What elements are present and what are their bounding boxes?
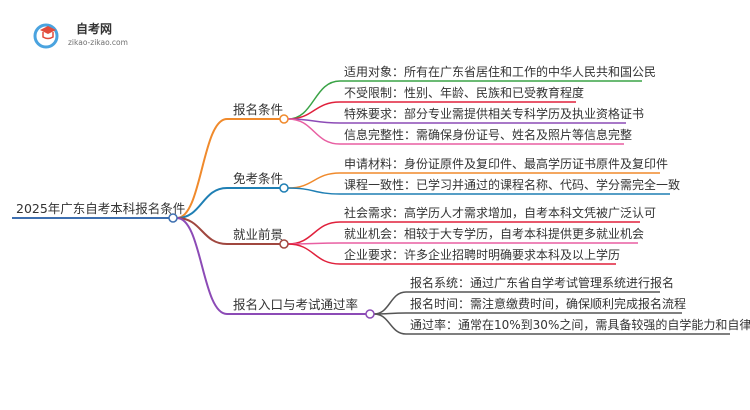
leaf-topic: 课程一致性：已学习并通过的课程名称、代码、学分需完全一致: [344, 177, 680, 192]
branch-toggle[interactable]: [279, 239, 289, 249]
nodes: 2025年广东自考本科报名条件 报名条件 适用对象：所有在广东省居住和工作的中华人民…: [16, 64, 750, 332]
branch-toggle[interactable]: [365, 309, 375, 319]
root-toggle[interactable]: [168, 213, 178, 223]
logo-url: zikao-zikao.com: [68, 38, 128, 47]
branch-topic: 就业前景: [233, 227, 283, 242]
leaf-topic: 企业要求：许多企业招聘时明确要求本科及以上学历: [344, 247, 620, 262]
leaf-topic: 特殊要求：部分专业需提供相关专科学历及执业资格证书: [344, 106, 644, 121]
leaf-topic: 社会需求：高学历人才需求增加，自考本科文凭被广泛认可: [344, 205, 656, 220]
leaf-topic: 适用对象：所有在广东省居住和工作的中华人民共和国公民: [344, 64, 656, 79]
root-topic: 2025年广东自考本科报名条件: [16, 201, 185, 216]
branch-toggle[interactable]: [279, 183, 289, 193]
leaf-topic: 报名时间：需注意缴费时间，确保顺利完成报名流程: [410, 296, 686, 311]
leaf-topic: 不受限制：性别、年龄、民族和已受教育程度: [344, 85, 584, 100]
leaf-topic: 报名系统：通过广东省自学考试管理系统进行报名: [410, 275, 674, 290]
branch-topic: 报名入口与考试通过率: [233, 297, 358, 312]
graduation-cap-icon: [33, 23, 59, 49]
branch-topic: 免考条件: [233, 171, 283, 186]
connectors: [12, 80, 730, 335]
leaf-topic: 通过率：通常在10%到30%之间，需具备较强的自学能力和自律性: [410, 317, 750, 332]
leaf-topic: 申请材料：身份证原件及复印件、最高学历证书原件及复印件: [344, 156, 668, 171]
site-logo[interactable]: 自考网 zikao-zikao.com: [33, 21, 128, 49]
branch-topic: 报名条件: [233, 102, 283, 117]
branch-toggle[interactable]: [279, 114, 289, 124]
leaf-topic: 信息完整性：需确保身份证号、姓名及照片等信息完整: [344, 127, 632, 142]
leaf-topic: 就业机会：相较于大专学历，自考本科提供更多就业机会: [344, 226, 644, 241]
logo-name: 自考网: [76, 21, 112, 36]
